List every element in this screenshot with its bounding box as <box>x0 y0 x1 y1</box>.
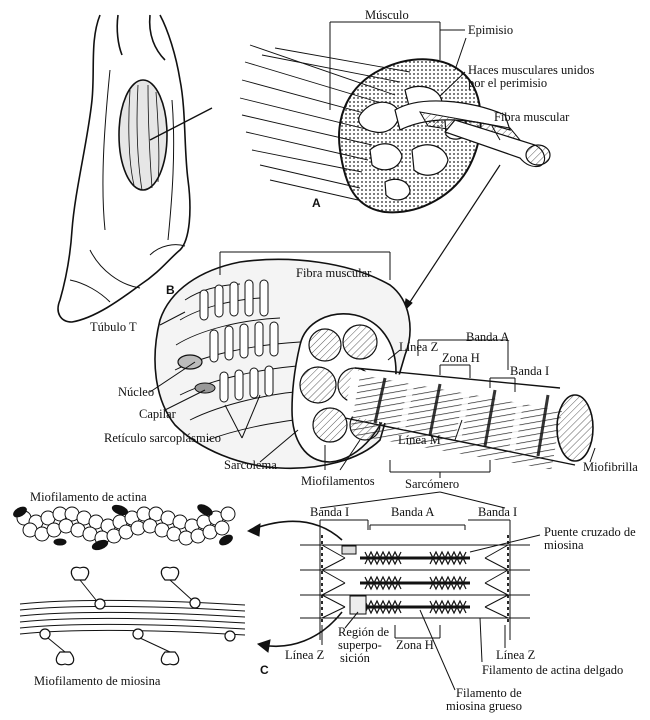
label-puente-line2: miosina <box>544 538 584 552</box>
label-linea-z-top: Línea Z <box>399 340 438 354</box>
muscle-fiber-structure <box>150 252 595 508</box>
label-banda-i-left: Banda I <box>310 505 349 519</box>
label-zona-h-bottom: Zona H <box>396 638 434 652</box>
label-capilar: Capilar <box>139 407 176 421</box>
label-fibra-muscular-top: Fibra muscular <box>494 110 569 124</box>
label-sarcolema: Sarcolema <box>224 458 277 472</box>
label-sarcomero: Sarcómero <box>405 477 459 491</box>
label-epimisio: Epimisio <box>468 23 513 37</box>
label-haces-line2: por el perimisio <box>468 76 547 90</box>
label-miofilamento-actina: Miofilamento de actina <box>30 490 147 504</box>
actin-filament-illustration <box>12 503 342 552</box>
label-haces-line1: Haces musculares unidos <box>468 63 594 77</box>
label-linea-z-bottom-left: Línea Z <box>285 648 324 662</box>
panel-label-a: A <box>312 196 321 210</box>
label-miofilamento-miosina: Miofilamento de miosina <box>34 674 160 688</box>
label-region-line3: sición <box>340 651 370 665</box>
label-miofilamentos: Miofilamentos <box>301 474 375 488</box>
panel-label-b: B <box>166 283 175 297</box>
label-filamento-actina: Filamento de actina delgado <box>482 663 623 677</box>
label-miofibrilla: Miofibrilla <box>583 460 638 474</box>
label-banda-a-bottom: Banda A <box>391 505 434 519</box>
label-reticulo: Retículo sarcoplásmico <box>104 431 221 445</box>
label-filamento-miosina-line2: miosina grueso <box>446 699 522 713</box>
label-region-line2: superpo- <box>338 638 382 652</box>
label-banda-a-top: Banda A <box>466 330 509 344</box>
label-banda-i-right: Banda I <box>478 505 517 519</box>
label-region-line1: Región de <box>338 625 389 639</box>
label-tubulo-t: Túbulo T <box>90 320 137 334</box>
label-nucleo: Núcleo <box>118 385 154 399</box>
label-puente-line1: Puente cruzado de <box>544 525 636 539</box>
label-zona-h-top: Zona H <box>442 351 480 365</box>
label-linea-m: Línea M <box>398 433 441 447</box>
label-filamento-miosina-line1: Filamento de <box>456 686 522 700</box>
label-musculo: Músculo <box>365 8 409 22</box>
panel-label-c: C <box>260 663 269 677</box>
label-linea-z-bottom-right: Línea Z <box>496 648 535 662</box>
label-fibra-muscular-mid: Fibra muscular <box>296 266 371 280</box>
label-banda-i-top: Banda I <box>510 364 549 378</box>
leg-illustration <box>58 15 212 322</box>
